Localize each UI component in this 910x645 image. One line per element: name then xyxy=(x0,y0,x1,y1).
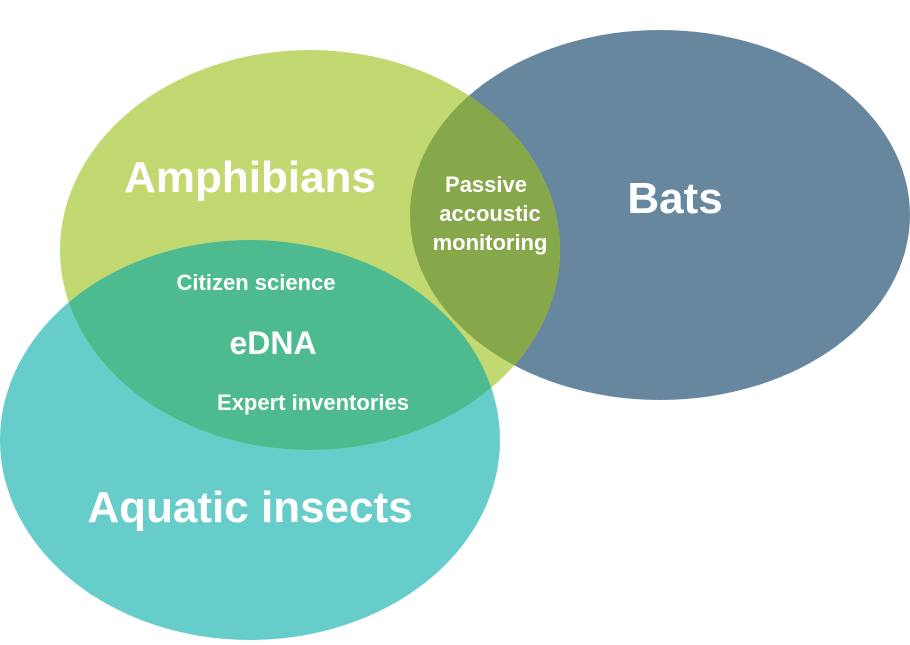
overlap-line-passive: Passive xyxy=(445,172,527,197)
aquatic-insects-label: Aquatic insects xyxy=(87,483,412,532)
citizen-science-label: Citizen science xyxy=(177,270,336,295)
bats-label: Bats xyxy=(627,174,722,223)
expert-inventories-label: Expert inventories xyxy=(217,390,409,415)
amphibians-label: Amphibians xyxy=(124,153,376,202)
overlap-line-monitoring: monitoring xyxy=(433,230,548,255)
edna-label: eDNA xyxy=(229,325,316,361)
amphibians-aquatic-overlap xyxy=(60,240,500,450)
overlap-line-accoustic: accoustic xyxy=(439,201,541,226)
